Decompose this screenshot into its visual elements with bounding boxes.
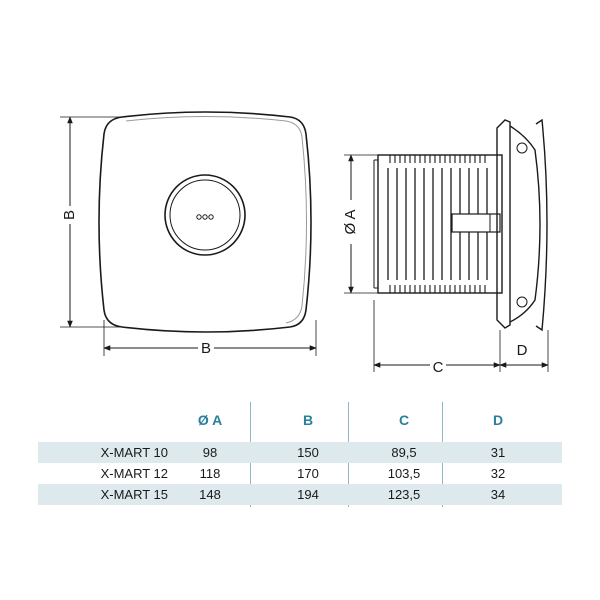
table-row: X-MART 10 98 150 89,5 31 [38, 442, 562, 463]
dimension-label-width: B [201, 340, 211, 357]
table-row: X-MART 15 148 194 123,5 34 [38, 484, 562, 505]
column-header-diameter: Ø A [197, 412, 223, 428]
front-cover-profile [509, 125, 541, 323]
value-c: 103,5 [387, 466, 421, 481]
value-d: 32 [490, 466, 506, 481]
column-header-d: D [492, 412, 504, 428]
dimension-label-diameter: Ø A [342, 209, 359, 234]
indicator-dots-icon [196, 214, 214, 220]
column-header-b: B [302, 412, 314, 428]
value-diameter: 118 [199, 466, 221, 481]
front-cover-outline [98, 111, 312, 333]
value-diameter: 98 [202, 445, 218, 460]
value-b: 150 [297, 445, 319, 460]
model-name: X-MART 15 [100, 487, 168, 502]
front-cover-inner-edge [125, 116, 307, 324]
dimension-label-height: B [61, 210, 78, 220]
front-view: B B [60, 111, 317, 358]
value-d: 34 [490, 487, 506, 502]
column-header-c: C [398, 412, 410, 428]
value-d: 31 [490, 445, 506, 460]
mounting-flange [496, 119, 511, 329]
technical-drawing: B B Ø A [60, 111, 549, 376]
value-b: 170 [297, 466, 319, 481]
value-b: 194 [297, 487, 319, 502]
center-knob-inner [169, 179, 241, 251]
value-c: 123,5 [387, 487, 421, 502]
spec-table: Ø A B C D X-MART 10 98 150 89,5 31 X-MAR… [38, 402, 562, 507]
dimension-label-depth-cover: D [517, 342, 528, 359]
table-row: X-MART 12 118 170 103,5 32 [38, 463, 562, 484]
value-c: 89,5 [391, 445, 417, 460]
duct-ribs [389, 155, 486, 293]
table-header: Ø A B C D [38, 402, 562, 442]
dimension-label-depth-body: C [433, 359, 444, 376]
model-name: X-MART 12 [100, 466, 168, 481]
motor-shaft [451, 213, 501, 233]
center-knob-outer [164, 174, 246, 256]
value-diameter: 148 [199, 487, 221, 502]
model-name: X-MART 10 [100, 445, 168, 460]
side-view: Ø A C D [342, 118, 549, 376]
